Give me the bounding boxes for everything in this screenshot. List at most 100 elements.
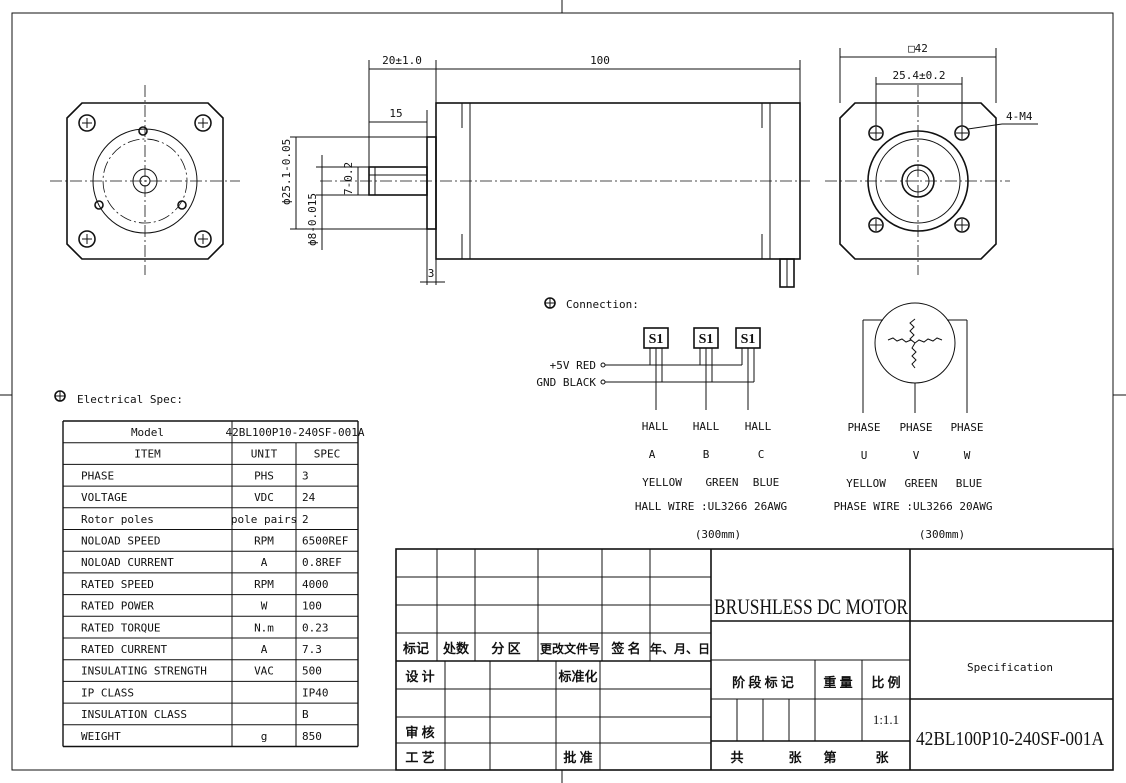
power-plus: +5V RED (550, 359, 596, 372)
rev-hdr-count: 处数 (442, 641, 470, 656)
spec-row-item: PHASE (81, 469, 114, 482)
spec-row-item: RATED CURRENT (81, 643, 167, 656)
dim-body-length: 100 (590, 54, 610, 67)
doc-type: Specification (967, 661, 1053, 674)
spec-row-unit: N.m (254, 621, 274, 634)
dim-bolt-spacing: 25.4±0.2 (893, 69, 946, 82)
dim-shaft-diameter: ϕ8-0.015 (306, 193, 319, 246)
spec-header-spec: SPEC (314, 448, 341, 461)
s-label-2: S1 (699, 332, 714, 347)
spec-row-item: RATED TORQUE (81, 621, 160, 634)
spec-row-value: 0.8REF (302, 556, 342, 569)
stage-mark-label: 阶 段 标 记 (732, 675, 794, 690)
spec-row-item: RATED SPEED (81, 578, 154, 591)
spec-model-value: 42BL100P10-240SF-001A (225, 426, 364, 439)
hall-wiring (600, 327, 761, 410)
spec-row-value: 7.3 (302, 643, 322, 656)
rev-hdr-date: 年、月、日 (650, 641, 710, 656)
review-label: 审 核 (405, 725, 434, 740)
rev-hdr-docno: 更改文件号 (540, 641, 600, 656)
rev-hdr-sign: 签 名 (610, 641, 640, 656)
spec-row-unit: RPM (254, 535, 274, 548)
process-label: 工 艺 (405, 750, 434, 765)
spec-row-item: INSULATING STRENGTH (81, 665, 207, 678)
sheets-total-label: 共 (730, 750, 743, 765)
weight-label: 重 量 (823, 675, 852, 690)
spec-row-item: IP CLASS (81, 686, 134, 699)
ratio-label: 比 例 (871, 675, 900, 690)
spec-header-unit: UNIT (251, 448, 278, 461)
connection-bullet-icon (544, 297, 556, 309)
side-view (320, 102, 810, 288)
spec-table (62, 420, 359, 748)
product-name: BRUSHLESS DC MOTOR (714, 594, 908, 619)
hall-label-a: HALL (642, 420, 669, 433)
spec-row-value: 2 (302, 513, 309, 526)
front-view-rear (825, 48, 1038, 275)
spec-row-value: 4000 (302, 578, 329, 591)
spec-row-item: INSULATION CLASS (81, 708, 187, 721)
spec-row-value: 100 (302, 600, 322, 613)
hall-label-b: HALL (693, 420, 720, 433)
dimension-lines (290, 60, 801, 285)
sheet-word-2: 张 (875, 750, 889, 765)
sheet-border (11, 12, 1114, 771)
design-label: 设 计 (405, 669, 434, 684)
spec-row-item: RATED POWER (81, 600, 154, 613)
phase-label-u: PHASE (847, 421, 880, 434)
dim-square: □42 (908, 42, 928, 55)
spec-row-value: 850 (302, 730, 322, 743)
spec-row-item: VOLTAGE (81, 491, 127, 504)
spec-row-item: WEIGHT (81, 730, 121, 743)
rev-hdr-zone: 分 区 (491, 641, 520, 656)
scale-value: 1:1.1 (873, 712, 899, 727)
part-number: 42BL100P10-240SF-001A (916, 728, 1104, 750)
spec-row-value: 0.23 (302, 621, 329, 634)
phase-color-u: YELLOW (846, 477, 886, 490)
spec-row-unit: A (261, 643, 268, 656)
phase-color-v: GREEN (904, 477, 937, 490)
rev-hdr-mark: 标记 (402, 641, 429, 656)
standard-label: 标准化 (557, 669, 597, 684)
dim-flat: 7-0.2 (342, 162, 355, 195)
spec-row-value: 24 (302, 491, 316, 504)
hall-color-a: YELLOW (642, 476, 682, 489)
dim-key-length: 15 (389, 107, 402, 120)
dim-flange-diameter: ϕ25.1-0.05 (280, 139, 293, 205)
sheet-word-1: 张 (788, 750, 802, 765)
s-label-1: S1 (649, 332, 664, 347)
phase-letter-v: V (913, 449, 920, 462)
phase-color-w: BLUE (956, 477, 983, 490)
spec-table-text: Model 42BL100P10-240SF-001A ITEM UNIT SPEC PH… (81, 426, 365, 743)
hall-color-b: GREEN (705, 476, 738, 489)
phase-letter-u: U (861, 449, 868, 462)
spec-row-value: B (302, 708, 309, 721)
phase-label-v: PHASE (899, 421, 932, 434)
hall-letter-b: B (703, 448, 710, 461)
hall-letter-a: A (649, 448, 656, 461)
spec-model-label: Model (131, 426, 164, 439)
sheet-no-label: 第 (823, 750, 836, 765)
spec-row-value: 6500REF (302, 535, 348, 548)
hall-label-c: HALL (745, 420, 772, 433)
dim-shaft-extension: 20±1.0 (382, 54, 422, 67)
spec-bullet-icon (54, 390, 66, 402)
spec-header-item: ITEM (134, 448, 161, 461)
dim-holes: 4-M4 (1006, 110, 1033, 123)
phase-label-w: PHASE (950, 421, 983, 434)
power-gnd: GND BLACK (536, 376, 596, 389)
hall-wire-spec: HALL WIRE :UL3266 26AWG (635, 500, 787, 513)
spec-row-value: 500 (302, 665, 322, 678)
hall-color-c: BLUE (753, 476, 780, 489)
approve-label: 批 准 (563, 750, 592, 765)
spec-row-unit: pole pairs (231, 513, 297, 526)
spec-row-unit: A (261, 556, 268, 569)
hall-wire-length: (300mm) (695, 528, 741, 541)
spec-title: Electrical Spec: (77, 393, 183, 406)
spec-row-value: IP40 (302, 686, 329, 699)
phase-wire-spec: PHASE WIRE :UL3266 20AWG (834, 500, 993, 513)
spec-row-unit: VDC (254, 491, 274, 504)
spec-row-unit: PHS (254, 469, 274, 482)
front-view-shaft-side (50, 85, 240, 275)
